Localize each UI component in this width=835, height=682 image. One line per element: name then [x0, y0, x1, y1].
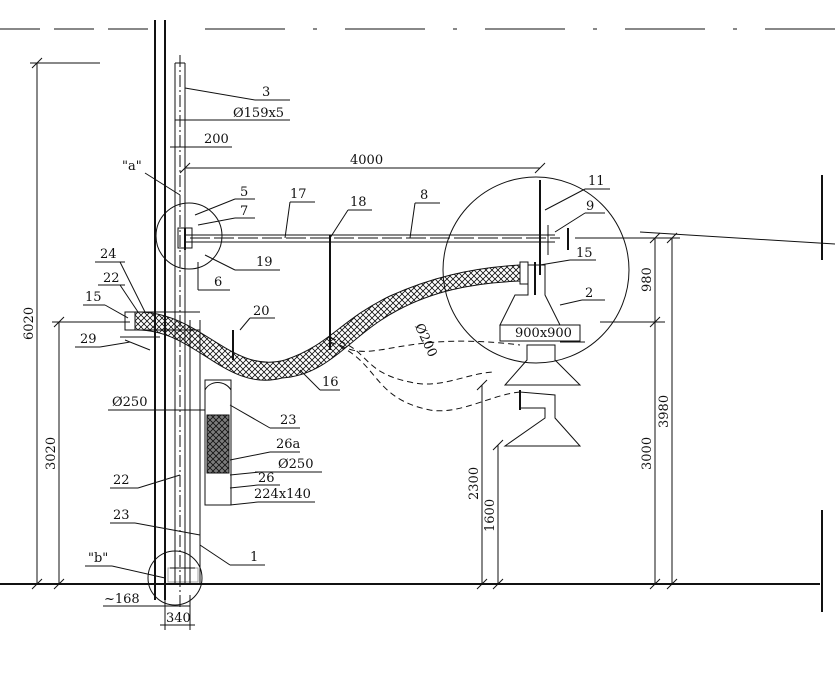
- label-29: 29: [80, 332, 97, 347]
- label-6020: 6020: [22, 307, 37, 340]
- label-26: 26: [258, 471, 275, 486]
- alt-hose-dashed: [329, 337, 521, 412]
- dimension-labels: 6020 3020 980 3980 3000 2300 1600: [22, 267, 672, 532]
- exhaust-hood: [499, 261, 582, 386]
- label-980: 980: [640, 267, 655, 292]
- label-5: 5: [240, 185, 248, 200]
- label-3: 3: [262, 85, 270, 100]
- label-168: ~168: [104, 592, 140, 607]
- dim-200: [170, 143, 232, 165]
- upright-duct: [204, 379, 232, 506]
- label-hose-diam: Ø200: [411, 321, 440, 359]
- label-340: 340: [166, 611, 191, 626]
- building-column: [154, 20, 166, 600]
- label-200: 200: [204, 132, 229, 147]
- label-20: 20: [253, 304, 270, 319]
- dim-4000: [179, 160, 546, 235]
- side-branch: [120, 311, 234, 360]
- bottom-dimensions: [103, 567, 199, 630]
- label-22-bottom: 22: [113, 473, 130, 488]
- label-node-a: "a": [122, 159, 142, 174]
- detail-circle-b: [147, 550, 203, 606]
- label-15-right: 15: [576, 246, 593, 261]
- label-9: 9: [586, 199, 594, 214]
- label-15-left: 15: [85, 290, 102, 305]
- label-hood-size: 900x900: [515, 326, 572, 341]
- callout-labels: 3 Ø159x5 200 4000 "a" 5 7 17 18 8 11 9 2…: [80, 85, 605, 626]
- detail-circle-hood: [442, 176, 630, 364]
- label-23-bottom: 23: [113, 508, 130, 523]
- label-18: 18: [350, 195, 367, 210]
- label-8: 8: [420, 188, 428, 203]
- lower-hood: [503, 390, 582, 447]
- label-19: 19: [256, 255, 273, 270]
- label-grille-size: 224x140: [254, 487, 311, 502]
- label-7: 7: [240, 204, 248, 219]
- label-22-top: 22: [103, 271, 120, 286]
- right-dimensions: [476, 232, 680, 590]
- label-pipe-size: Ø159x5: [233, 106, 284, 121]
- label-duct-diam-right: Ø250: [278, 457, 313, 472]
- label-6: 6: [214, 275, 222, 290]
- label-3000: 3000: [640, 437, 655, 470]
- label-2: 2: [585, 286, 593, 301]
- label-duct-diam-left: Ø250: [112, 395, 147, 410]
- boom-arm: [177, 180, 569, 350]
- label-16: 16: [322, 375, 339, 390]
- label-17: 17: [290, 187, 307, 202]
- detail-circle-a: [155, 202, 223, 270]
- label-24: 24: [100, 247, 117, 262]
- label-3980: 3980: [657, 395, 672, 428]
- label-11: 11: [588, 174, 605, 189]
- label-1: 1: [250, 550, 258, 565]
- label-4000: 4000: [350, 153, 383, 168]
- left-dimensions: [30, 57, 130, 590]
- label-node-b: "b": [88, 551, 108, 566]
- label-1600: 1600: [483, 499, 498, 532]
- label-3020: 3020: [44, 437, 59, 470]
- label-26a: 26a: [276, 437, 301, 452]
- leader-lines: [75, 87, 610, 579]
- label-23-top: 23: [280, 413, 297, 428]
- flexible-hose: [134, 264, 521, 381]
- right-wall: [639, 175, 835, 612]
- label-2300: 2300: [467, 467, 482, 500]
